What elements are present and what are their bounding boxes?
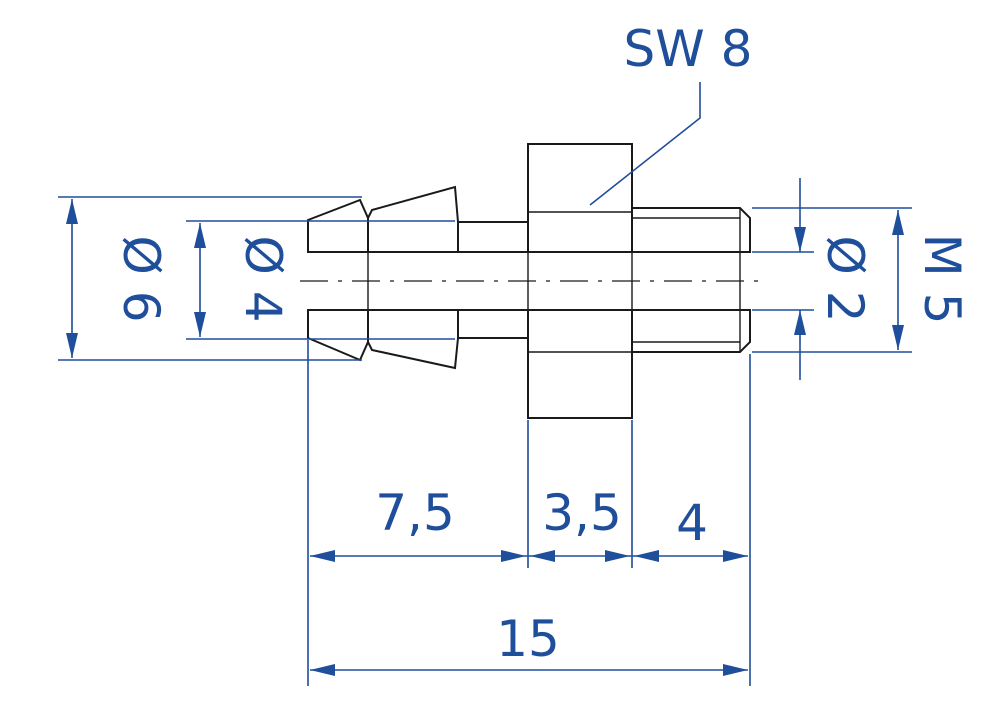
arrow-left [310,664,335,676]
hex-upper [527,143,633,253]
dim-bore-right [752,178,814,380]
arrow-down [194,312,206,337]
arrow-down [892,325,904,350]
arrow-right-hex [605,550,630,562]
shank-upper [457,221,529,253]
arrow-down [66,333,78,358]
lower-wall [307,309,751,419]
dim-chain-lengths [310,550,748,562]
thread-lower [631,309,751,353]
arrow-right-hose [501,550,526,562]
arrow-down [794,227,806,252]
shank-lower [457,309,529,339]
bore-left-label: Ø 4 [234,235,292,322]
length-thread-label: 4 [676,494,708,552]
length-total-label: 15 [496,610,560,668]
barb-2-upper [367,185,459,253]
arrow-up [194,223,206,248]
dim-outer-diameter [58,196,362,361]
arrow-left-hex [530,550,555,562]
thread-label: M 5 [913,234,971,325]
arrow-up [794,310,806,335]
arrow-up [892,210,904,235]
arrow-right [723,664,748,676]
arrow-up [66,199,78,224]
barb-1-upper [307,198,369,253]
hex-lower [527,309,633,419]
outer-diameter-label: Ø 6 [112,235,170,322]
dimension-texts: SW 8 Ø 6 Ø 4 Ø 2 M 5 7,5 3,5 4 15 [112,20,971,668]
thread-upper [631,207,751,253]
bore-right-label: Ø 2 [816,235,874,322]
dim-bore-left [186,220,455,340]
length-hose-label: 7,5 [375,484,455,542]
dim-thread [752,207,912,353]
wrench-size-label: SW 8 [624,20,753,78]
dim-total-length [310,664,748,676]
arrow-right-thread [723,550,748,562]
arrow-left-hose [310,550,335,562]
barb-1-lower [307,309,369,362]
upper-wall [307,143,751,253]
dimensions [58,82,912,686]
wrench-size-leader [589,82,701,206]
arrow-left-thread [634,550,659,562]
part-section [300,143,768,419]
length-hex-label: 3,5 [542,484,622,542]
